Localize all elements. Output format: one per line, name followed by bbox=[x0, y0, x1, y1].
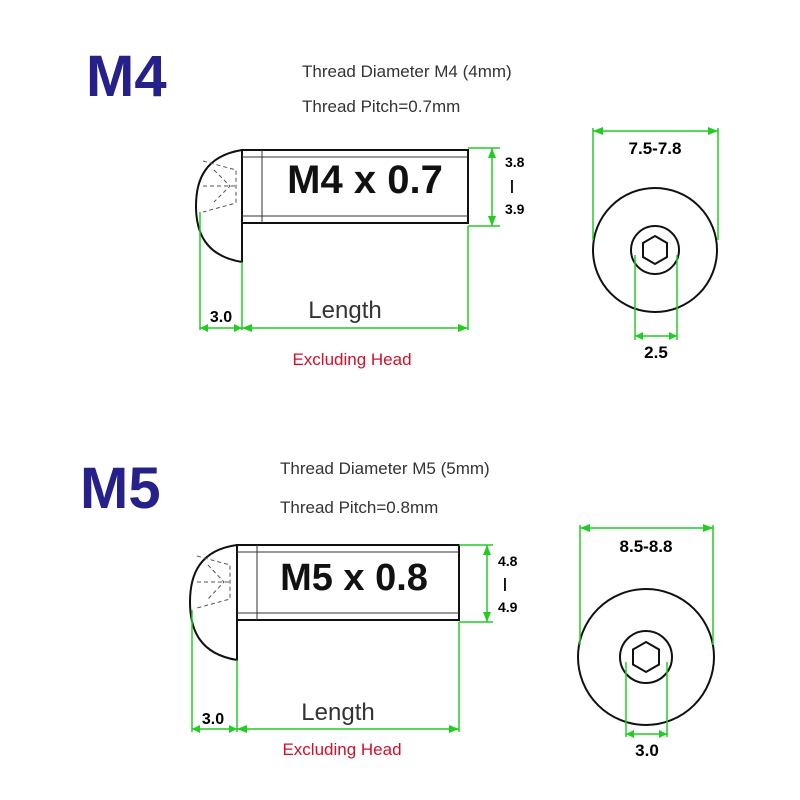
thread-pitch-text: Thread Pitch=0.7mm bbox=[302, 97, 460, 116]
screw-side-view: M4 x 0.7 bbox=[194, 148, 469, 264]
outer-diameter-dimension: 3.8 | 3.9 bbox=[468, 147, 525, 227]
m4-section: M4 Thread Diameter M4 (4mm) Thread Pitch… bbox=[86, 44, 719, 369]
head-circle bbox=[577, 588, 715, 726]
screw-shank bbox=[236, 544, 460, 621]
m5-section: M5 Thread Diameter M5 (5mm) Thread Pitch… bbox=[0, 400, 800, 800]
socket-circle bbox=[619, 630, 673, 684]
screw-head bbox=[188, 543, 238, 662]
screw-head bbox=[194, 148, 243, 264]
head-circle bbox=[592, 187, 718, 313]
thread-diameter-text: Thread Diameter M5 (5mm) bbox=[280, 459, 490, 478]
head-diameter-label: 7.5-7.8 bbox=[629, 139, 682, 158]
screw-shank bbox=[241, 149, 469, 224]
length-label: Length bbox=[308, 297, 381, 324]
length-dimensions: 3.0 Length Excluding Head bbox=[199, 212, 469, 369]
od-min: 4.8 bbox=[498, 553, 518, 569]
m4-diagram: M4 Thread Diameter M4 (4mm) Thread Pitch… bbox=[86, 44, 719, 369]
excluding-head-note: Excluding Head bbox=[292, 350, 411, 369]
excluding-head-note: Excluding Head bbox=[282, 740, 401, 759]
shank-label: M4 x 0.7 bbox=[287, 158, 443, 202]
thread-diameter-text: Thread Diameter M4 (4mm) bbox=[302, 62, 512, 81]
od-max: 4.9 bbox=[498, 599, 518, 615]
socket-circle bbox=[630, 225, 680, 275]
hex-size-label: 3.0 bbox=[635, 741, 659, 760]
od-min: 3.8 bbox=[505, 154, 525, 170]
head-height-label: 3.0 bbox=[210, 309, 232, 326]
screw-side-view: M5 x 0.8 bbox=[188, 543, 460, 662]
length-dimensions: 3.0 Length Excluding Head bbox=[191, 610, 460, 759]
outer-diameter-dimension: 4.8 | 4.9 bbox=[459, 544, 518, 623]
size-label: M4 bbox=[86, 44, 167, 109]
size-label: M5 bbox=[80, 456, 161, 521]
hex-socket bbox=[632, 640, 660, 674]
head-height-label: 3.0 bbox=[202, 711, 224, 728]
thread-pitch-text: Thread Pitch=0.8mm bbox=[280, 498, 438, 517]
od-separator: | bbox=[503, 575, 507, 591]
hex-size-label: 2.5 bbox=[644, 343, 668, 362]
screw-top-view: 7.5-7.8 2.5 bbox=[592, 127, 719, 362]
m5-diagram: M5 Thread Diameter M5 (5mm) Thread Pitch… bbox=[80, 456, 715, 760]
od-max: 3.9 bbox=[505, 201, 525, 217]
shank-label: M5 x 0.8 bbox=[280, 557, 428, 599]
head-diameter-label: 8.5-8.8 bbox=[620, 537, 673, 556]
od-separator: | bbox=[510, 177, 514, 193]
length-label: Length bbox=[301, 699, 374, 726]
hex-socket bbox=[642, 234, 668, 266]
screw-top-view: 8.5-8.8 3.0 bbox=[577, 524, 715, 760]
